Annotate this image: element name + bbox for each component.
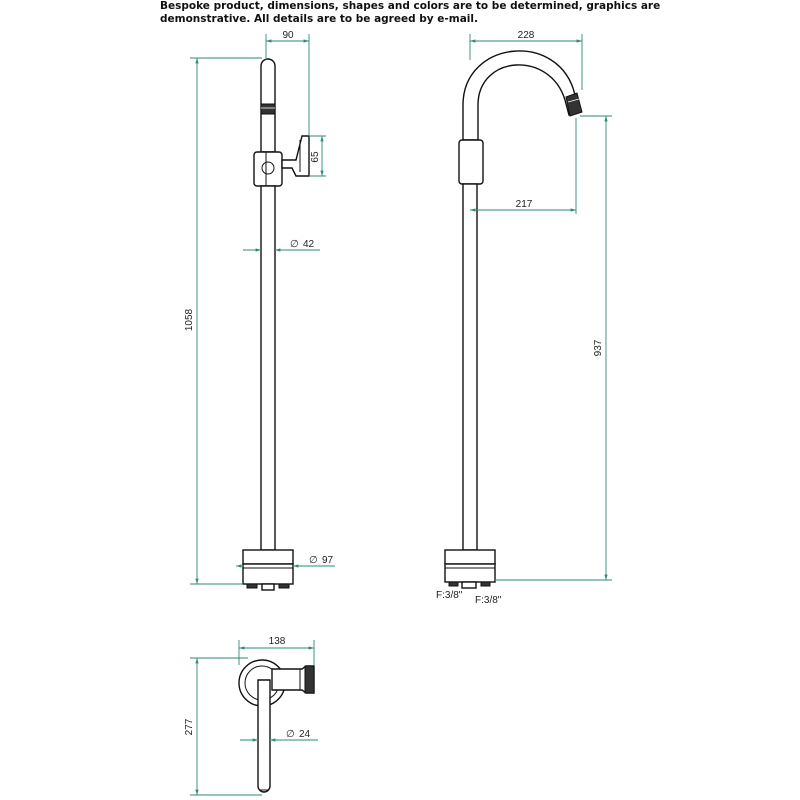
dim-top-width: 138 xyxy=(269,636,286,647)
front-base-top xyxy=(242,549,294,565)
dim-side-spout-reach: 217 xyxy=(516,199,533,210)
dim-front-width: 90 xyxy=(282,30,294,41)
disclaimer-line-2: demonstrative. All details are to be agr… xyxy=(160,13,478,25)
front-body-block xyxy=(253,151,283,187)
diameter-symbol-icon: ∅ xyxy=(290,239,299,250)
dim-side-spout-width: 228 xyxy=(518,30,535,41)
side-collar xyxy=(458,139,484,185)
connection-label-right: F:3/8" xyxy=(475,595,502,606)
front-base-bottom xyxy=(242,563,294,585)
side-main-tube xyxy=(462,183,478,551)
dim-top-tube-diameter: 24 xyxy=(299,729,311,740)
dim-front-base-diameter: 97 xyxy=(322,555,334,566)
front-aerator xyxy=(260,103,276,115)
disclaimer-note: Bespoke product, dimensions, shapes and … xyxy=(160,0,680,26)
side-spout xyxy=(462,50,581,141)
front-lever xyxy=(281,135,310,177)
front-main-tube xyxy=(260,185,276,551)
front-view: 90 65 ∅ 42 1058 ∅ 97 xyxy=(184,30,335,591)
dim-front-tube-diameter: 42 xyxy=(303,239,315,250)
dim-top-depth: 277 xyxy=(184,718,195,735)
side-base-top xyxy=(444,549,496,565)
connection-label-left: F:3/8" xyxy=(436,590,463,601)
top-spout-arm xyxy=(257,679,271,793)
dim-side-spout-height: 937 xyxy=(593,339,604,356)
side-base-bottom xyxy=(444,563,496,583)
disclaimer-line-1: Bespoke product, dimensions, shapes and … xyxy=(160,0,661,12)
diameter-symbol-icon-2: ∅ xyxy=(309,555,318,566)
side-view: 228 217 937 F:3/8" F:3/8" xyxy=(436,30,612,606)
dim-front-lever-height: 65 xyxy=(310,151,321,163)
dim-front-total-height: 1058 xyxy=(184,308,195,331)
top-view: 138 277 ∅ 24 xyxy=(184,636,318,796)
diameter-symbol-icon-3: ∅ xyxy=(286,729,295,740)
